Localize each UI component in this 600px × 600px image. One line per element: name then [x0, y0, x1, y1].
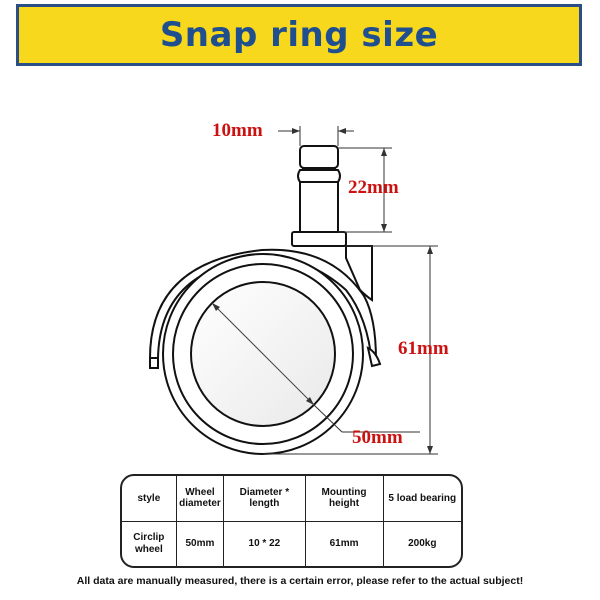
- cell-mounting-height: 61mm: [304, 520, 384, 566]
- header-wheel-diameter: Wheel diameter: [175, 476, 225, 522]
- table-row: Circlip wheel 50mm 10 * 22 61mm 200kg: [122, 520, 461, 566]
- cell-load-bearing: 200kg: [382, 520, 461, 566]
- cell-style: Circlip wheel: [122, 520, 177, 566]
- dimension-lines: [263, 126, 438, 455]
- cell-diameter-length: 10 * 22: [223, 520, 306, 566]
- header-diameter-length: Diameter * length: [223, 476, 306, 522]
- header-mounting-height: Mounting height: [304, 476, 384, 522]
- disclaimer-note: All data are manually measured, there is…: [76, 575, 524, 587]
- stem: [291, 145, 347, 247]
- cell-wheel-diameter: 50mm: [175, 520, 225, 566]
- page-title: Snap ring size: [159, 15, 439, 55]
- spec-table: style Wheel diameter Diameter * length M…: [120, 474, 463, 568]
- header-load-bearing: 5 load bearing: [382, 476, 461, 522]
- stem-diameter-label: 10mm: [212, 120, 263, 141]
- table-header-row: style Wheel diameter Diameter * length M…: [122, 476, 461, 522]
- wheel-diameter-label: 50mm: [352, 427, 403, 448]
- total-height-label: 61mm: [398, 338, 449, 359]
- header-style: style: [122, 476, 177, 522]
- dimension-arrows: [212, 128, 433, 454]
- stem-length-label: 22mm: [348, 177, 399, 198]
- title-banner: Snap ring size: [16, 4, 582, 66]
